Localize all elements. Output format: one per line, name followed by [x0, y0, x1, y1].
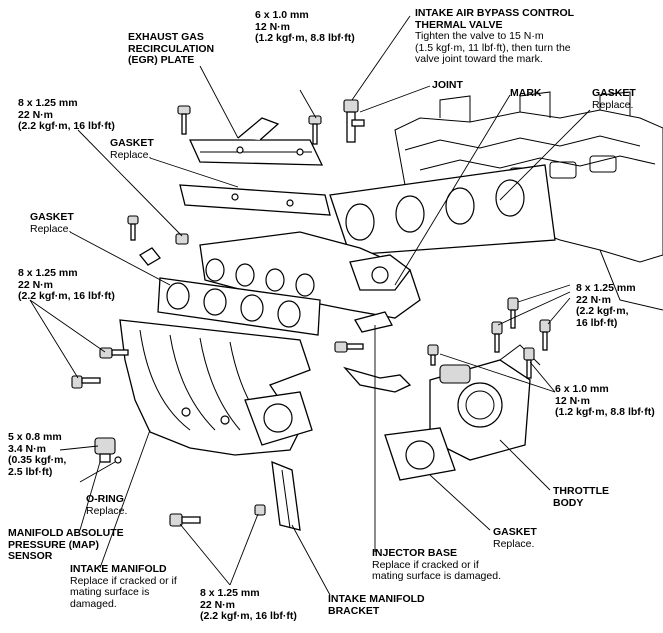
mark-title: MARK	[510, 87, 542, 99]
injector-base-label: INJECTOR BASE Replace if cracked or if m…	[372, 547, 501, 583]
joint-label: JOINT	[432, 79, 463, 92]
o-ring-title: O-RING	[86, 493, 124, 505]
bolt-bracket-small	[254, 504, 266, 516]
manifold-bracket-part	[271, 460, 301, 531]
intake-manifold-label: INTAKE MANIFOLD Replace if cracked or if…	[70, 563, 177, 610]
bolt-8x125-right-spec: 8 x 1.25 mm 22 N·m (2.2 kgf·m, 16 lbf·ft…	[576, 282, 636, 329]
small-bracket-part	[343, 366, 412, 393]
gasket-top-left-note: Replace.	[110, 148, 152, 161]
injector-base-title: INJECTOR BASE	[372, 547, 457, 559]
gasket-right-title: GASKET	[592, 87, 636, 99]
bolt-6x1-top-spec: 6 x 1.0 mm 12 N·m (1.2 kgf·m, 8.8 lbf·ft…	[255, 9, 355, 44]
intake-manifold-title: INTAKE MANIFOLD	[70, 563, 167, 575]
egr-hose	[139, 247, 161, 266]
gasket-bottom-label: GASKET Replace.	[493, 526, 537, 550]
map-sensor	[94, 437, 122, 464]
bolt-8x125-bottom-spec: 8 x 1.25 mm 22 N·m (2.2 kgf·m, 16 lbf·ft…	[200, 587, 297, 622]
bolts	[71, 99, 551, 527]
nut-injector-base	[175, 233, 189, 245]
gasket-bottom-title: GASKET	[493, 526, 537, 538]
bolt-8x125-left-spec: 8 x 1.25 mm 22 N·m (2.2 kgf·m, 16 lbf·ft…	[18, 267, 115, 302]
gasket-left-label: GASKET Replace.	[30, 211, 74, 235]
manifold-bracket-title: INTAKE MANIFOLD BRACKET	[328, 593, 425, 617]
bolt-6x1-right-spec: 6 x 1.0 mm 12 N·m (1.2 kgf·m, 8.8 lbf·ft…	[555, 383, 655, 418]
leader-lines	[29, 15, 591, 596]
throttle-body-part	[429, 344, 541, 461]
iabc-valve	[343, 99, 365, 143]
o-ring-note: Replace.	[86, 504, 128, 517]
bolt-manifold-2	[71, 375, 101, 389]
bolt-injector-lower	[334, 341, 364, 353]
throttle-body-title: THROTTLE BODY	[553, 485, 609, 509]
bolt-6x1-top-label: 6 x 1.0 mm 12 N·m (1.2 kgf·m, 8.8 lbf·ft…	[255, 9, 355, 45]
egr-plate-title: EXHAUST GAS RECIRCULATION (EGR) PLATE	[128, 31, 215, 66]
bolt-throttle-small	[427, 344, 439, 366]
o-ring-label: O-RING Replace.	[86, 493, 128, 517]
head-gasket-part	[329, 164, 556, 256]
gasket-right-note: Replace.	[592, 98, 634, 111]
bolt-throttle-1	[507, 297, 519, 329]
egr-gasket-part	[179, 184, 331, 216]
manifold-bracket-label: INTAKE MANIFOLD BRACKET	[328, 593, 425, 617]
gasket-right-label: GASKET Replace.	[592, 87, 636, 111]
bolt-8x125-bottom-label: 8 x 1.25 mm 22 N·m (2.2 kgf·m, 16 lbf·ft…	[200, 587, 297, 623]
bolt-throttle-4	[523, 347, 535, 379]
manifold-gasket-part	[157, 277, 321, 336]
bolt-8x125-upper-left-spec: 8 x 1.25 mm 22 N·m (2.2 kgf·m, 16 lbf·ft…	[18, 97, 115, 132]
bolt-6x1-right-label: 6 x 1.0 mm 12 N·m (1.2 kgf·m, 8.8 lbf·ft…	[555, 383, 655, 419]
gasket-top-left-title: GASKET	[110, 137, 154, 149]
bolt-8x125-upper-left-label: 8 x 1.25 mm 22 N·m (2.2 kgf·m, 16 lbf·ft…	[18, 97, 115, 133]
iabc-valve-note: Tighten the valve to 15 N·m (1.5 kgf·m, …	[415, 30, 571, 65]
iabc-valve-label: INTAKE AIR BYPASS CONTROL THERMAL VALVE …	[415, 7, 575, 66]
gasket-bottom-note: Replace.	[493, 537, 535, 550]
iabc-valve-title: INTAKE AIR BYPASS CONTROL THERMAL VALVE	[415, 7, 575, 31]
intake-manifold-part	[119, 319, 313, 456]
bolt-5x08-label: 5 x 0.8 mm 3.4 N·m (0.35 kgf·m, 2.5 lbf·…	[8, 431, 67, 478]
bolt-8x125-right-label: 8 x 1.25 mm 22 N·m (2.2 kgf·m, 16 lbf·ft…	[576, 282, 636, 329]
bolt-egr-left	[177, 105, 191, 135]
throttle-body-label: THROTTLE BODY	[553, 485, 609, 509]
bolt-egr-right	[308, 115, 322, 145]
gasket-left-title: GASKET	[30, 211, 74, 223]
gasket-top-left-label: GASKET Replace.	[110, 137, 154, 161]
joint-title: JOINT	[432, 79, 463, 91]
egr-plate-part	[188, 117, 324, 166]
intake-manifold-note: Replace if cracked or if mating surface …	[70, 574, 177, 610]
bolt-manifold-1	[99, 347, 129, 359]
gasket-left-note: Replace.	[30, 222, 72, 235]
egr-plate-label: EXHAUST GAS RECIRCULATION (EGR) PLATE	[128, 31, 215, 67]
bolt-bottom	[169, 513, 201, 527]
injector-base-part	[199, 231, 421, 333]
mark-label: MARK	[510, 87, 542, 100]
bolt-8x125-left-label: 8 x 1.25 mm 22 N·m (2.2 kgf·m, 16 lbf·ft…	[18, 267, 115, 303]
bolt-5x08-spec: 5 x 0.8 mm 3.4 N·m (0.35 kgf·m, 2.5 lbf·…	[8, 431, 67, 478]
bolt-throttle-3	[539, 319, 551, 351]
map-sensor-label: MANIFOLD ABSOLUTE PRESSURE (MAP) SENSOR	[8, 527, 124, 563]
bolt-throttle-2	[491, 321, 503, 353]
bolt-injector-base	[127, 215, 139, 241]
injector-base-note: Replace if cracked or if mating surface …	[372, 558, 501, 582]
map-sensor-title: MANIFOLD ABSOLUTE PRESSURE (MAP) SENSOR	[8, 527, 124, 562]
throttle-gasket-part	[384, 427, 456, 481]
